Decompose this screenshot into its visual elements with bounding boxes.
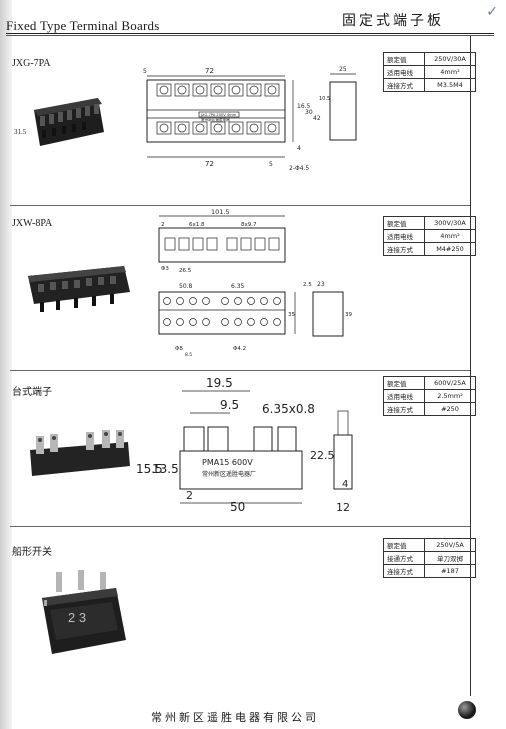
page-edge-shadow (0, 0, 12, 729)
spec-key: 接通方式 (383, 551, 425, 565)
jxw-dimension-drawing: 101.5 6x1.8 8x9.7 2 Φ3 26.5 50.8 6.35 35… (158, 208, 352, 358)
spec-value: #187 (424, 564, 476, 578)
spec-value: 2.5mm² (424, 389, 476, 403)
dim-label: 9.5 (220, 398, 239, 412)
section-title-jxw: JXW-8PA (12, 218, 53, 229)
dim-label: 15.5 (136, 462, 163, 476)
dim-label: 72 (205, 160, 214, 168)
spec-value: 600V/25A (424, 376, 476, 390)
dim-label: 30 (305, 109, 313, 116)
body-marking: 常州新区遥胜电器 (201, 117, 230, 122)
spec-key: 额定值 (383, 376, 425, 390)
dim-label: Φ3 (161, 266, 169, 272)
dim-label: 12 (336, 501, 350, 514)
jxw-product-photo (28, 266, 130, 312)
desk-terminal-dimension-drawing: 19.5 9.5 6.35x0.8 PMA15 600V 常州新区遥胜电器厂 1… (136, 376, 353, 514)
section-divider (10, 370, 470, 371)
header-title-cn: 固定式端子板 (342, 13, 444, 29)
footer-company: 常州新区遥胜电器有限公司 (151, 711, 319, 724)
dim-label: 101.5 (211, 208, 230, 216)
dim-label: 10.5 (319, 96, 330, 102)
dim-label: 2-Φ4.5 (289, 165, 309, 172)
dim-label: 25 (339, 66, 347, 73)
spec-key: 适用电线 (383, 229, 425, 243)
spec-key: 适用电线 (383, 65, 425, 79)
spec-key: 额定值 (383, 538, 425, 552)
section-title-rocker-switch: 船形开关 (12, 547, 52, 558)
spec-value: 250V/5A (424, 538, 476, 552)
dim-label: 19.5 (206, 376, 233, 390)
header-title-en: Fixed Type Terminal Boards (6, 18, 160, 33)
dim-label: 50.8 (179, 283, 193, 290)
check-mark-icon: ✓ (486, 4, 498, 20)
right-margin-rule (470, 36, 471, 696)
spec-value: 4mm² (424, 229, 476, 243)
dim-label: 39 (345, 312, 352, 318)
switch-marking: 2 3 (68, 610, 86, 625)
section-title-desk-terminal: 台式端子 (12, 387, 52, 398)
dim-label: 8x9.7 (241, 222, 257, 228)
dim-label-left: 31.5 (14, 128, 27, 136)
dim-label: 5 (143, 68, 147, 75)
dim-label: 23 (317, 281, 325, 288)
dim-label: 2 (161, 222, 165, 228)
body-marking: PMA15 600V (202, 458, 253, 467)
header-rule (6, 33, 494, 34)
spec-key: 适用电线 (383, 389, 425, 403)
dim-label: 13.5 (152, 462, 179, 476)
spec-value: M3.5M4 (424, 78, 476, 92)
dim-label: 2.5 (303, 282, 312, 288)
dim-label: 16.5 (297, 103, 311, 110)
spec-key: 额定值 (383, 52, 425, 66)
header-rule-2 (6, 35, 494, 36)
dim-label: 4 (297, 145, 301, 152)
dim-label: 5 (269, 161, 273, 168)
dim-label: 8.5 (185, 352, 192, 358)
spec-key: 额定值 (383, 216, 425, 230)
dim-label: 26.5 (179, 268, 192, 274)
dim-label: 35 (288, 312, 295, 318)
dim-label: 6.35x0.8 (262, 402, 315, 416)
spec-value: 250V/30A (424, 52, 476, 66)
dim-label: 50 (230, 500, 245, 514)
section-divider (10, 205, 470, 206)
section-divider (10, 526, 470, 527)
spec-key: 连接方式 (383, 242, 425, 256)
rocker-switch-product-photo: 2 3 (42, 570, 126, 654)
dim-label: 2 (186, 489, 193, 502)
dim-label: 4 (342, 479, 348, 490)
spec-value: #250 (424, 402, 476, 416)
spec-key: 连接方式 (383, 402, 425, 416)
spec-key: 连接方式 (383, 564, 425, 578)
decorative-ball-icon (458, 701, 476, 719)
desk-terminal-product-photo (30, 430, 130, 476)
body-marking: 常州新区遥胜电器厂 (202, 470, 256, 478)
dim-label: Φ4.2 (233, 346, 246, 352)
dim-label: 22.5 (310, 449, 335, 462)
body-marking: JXG-7PA 250V 4mm (200, 113, 237, 117)
dim-label: 72 (205, 67, 214, 75)
jxg-dimension-drawing: 72 5 JXG-7PA 250V 4mm 常州新区遥胜电器 72 5 2-Φ4… (143, 66, 357, 172)
dim-label: 42 (313, 115, 321, 122)
dim-label: 6.35 (231, 283, 245, 290)
jxg-product-photo (34, 98, 104, 146)
spec-value: 单刀双掷 (424, 551, 476, 565)
dim-label: Φ8 (175, 346, 183, 352)
section-title-jxg: JXG-7PA (12, 58, 51, 69)
spec-value: 300V/30A (424, 216, 476, 230)
spec-value: M4#250 (424, 242, 476, 256)
spec-key: 连接方式 (383, 78, 425, 92)
dim-label: 6x1.8 (189, 222, 205, 228)
spec-value: 4mm² (424, 65, 476, 79)
